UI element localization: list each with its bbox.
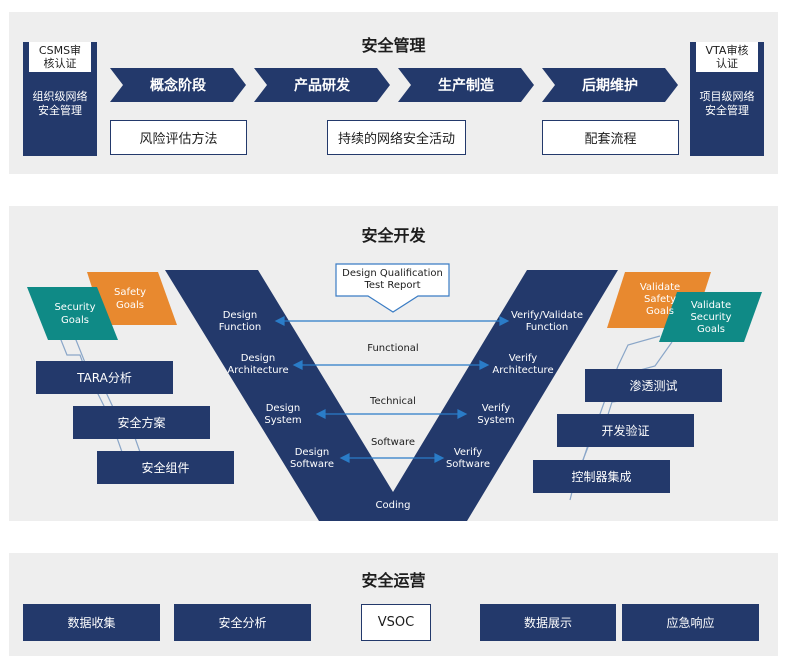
risk-assessment-box: 风险评估方法 bbox=[110, 120, 247, 155]
safety-goals-label: Safety Goals bbox=[114, 287, 146, 311]
coding-label: Coding bbox=[375, 499, 411, 511]
level-technical: Technical bbox=[370, 395, 416, 407]
phase-chevron-2 bbox=[254, 68, 390, 102]
security-analysis-box: 安全分析 bbox=[174, 604, 311, 641]
design-function-label: Design Function bbox=[218, 310, 262, 333]
validate-safety-goals-label: Validate Safety Goals bbox=[639, 282, 681, 317]
security-plan-box: 安全方案 bbox=[73, 406, 210, 439]
supporting-process-box: 配套流程 bbox=[542, 120, 679, 155]
phase-chevron-4 bbox=[542, 68, 678, 102]
vsoc-box: VSOC bbox=[361, 604, 431, 641]
development-title: 安全开发 bbox=[361, 226, 426, 245]
qualification-report-shape bbox=[335, 263, 450, 313]
operations-title: 安全运营 bbox=[361, 571, 426, 590]
phase-maintenance: 后期维护 bbox=[582, 78, 638, 94]
phase-concept: 概念阶段 bbox=[150, 78, 206, 94]
verify-architecture-label: Verify Architecture bbox=[492, 353, 554, 376]
level-functional: Functional bbox=[367, 342, 419, 354]
emergency-response-box: 应急响应 bbox=[622, 604, 759, 641]
csms-block: CSMS审 核认证 组织级网络 安全管理 bbox=[23, 42, 97, 156]
design-software-label: Design Software bbox=[289, 447, 335, 470]
security-goals-shape bbox=[27, 287, 118, 340]
phase-production: 生产制造 bbox=[438, 78, 494, 94]
controller-integration-box: 控制器集成 bbox=[533, 460, 670, 493]
verify-function-label: Verify/Validate Function bbox=[510, 310, 584, 333]
vta-cert-label: VTA审核 认证 bbox=[696, 42, 758, 72]
v-shape bbox=[165, 270, 618, 521]
management-title: 安全管理 bbox=[361, 36, 426, 55]
security-goals-label: Security Goals bbox=[54, 302, 96, 326]
tara-analysis-box: TARA分析 bbox=[36, 361, 173, 394]
development-verification-box: 开发验证 bbox=[557, 414, 694, 447]
validate-security-goals-label: Validate Security Goals bbox=[690, 300, 732, 335]
org-security-label: 组织级网络 安全管理 bbox=[32, 90, 88, 117]
phase-development: 产品研发 bbox=[294, 78, 350, 94]
verify-system-label: Verify System bbox=[477, 403, 515, 426]
design-architecture-label: Design Architecture bbox=[227, 353, 289, 376]
penetration-test-box: 渗透测试 bbox=[585, 369, 722, 402]
level-arrows bbox=[274, 316, 510, 463]
data-collection-box: 数据收集 bbox=[23, 604, 160, 641]
security-component-box: 安全组件 bbox=[97, 451, 234, 484]
level-software: Software bbox=[370, 436, 416, 448]
csms-cert-label: CSMS审 核认证 bbox=[29, 42, 91, 72]
phase-chevron-1 bbox=[110, 68, 246, 102]
design-system-label: Design System bbox=[264, 403, 302, 426]
vta-block: VTA审核 认证 项目级网络 安全管理 bbox=[690, 42, 764, 156]
phase-chevron-3 bbox=[398, 68, 534, 102]
safety-goals-shape bbox=[87, 272, 177, 325]
continuous-activities-box: 持续的网络安全活动 bbox=[327, 120, 466, 155]
data-display-box: 数据展示 bbox=[480, 604, 616, 641]
qualification-report-label: Design Qualification Test Report bbox=[342, 268, 443, 291]
project-security-label: 项目级网络 安全管理 bbox=[699, 90, 755, 117]
validate-security-goals-shape bbox=[659, 292, 762, 342]
verify-software-label: Verify Software bbox=[445, 447, 491, 470]
